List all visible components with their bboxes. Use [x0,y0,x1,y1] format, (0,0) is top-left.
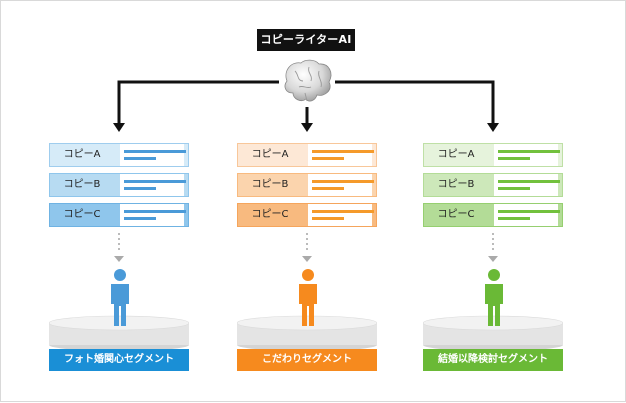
down-arrow-icon [488,256,498,262]
copy-bars [120,204,186,226]
segment-label-particular: こだわりセグメント [237,349,377,371]
down-arrow-icon [302,256,312,262]
copy-bar [124,157,156,160]
copy-bar [498,180,560,183]
dotted-connector [492,233,494,253]
copy-bar [498,157,530,160]
copy-bar [312,157,344,160]
copy-bar [312,217,344,220]
copy-bars [120,144,186,166]
column-green: コピーA コピーB コピーC [423,143,563,233]
copy-row-a: コピーA [237,143,377,167]
copy-label: コピーA [251,149,289,160]
brain-icon [284,59,332,102]
copy-bars [494,174,560,196]
person-icon [111,269,129,326]
copy-bar [312,187,344,190]
copy-row-b: コピーB [237,173,377,197]
copy-label: コピーB [63,179,101,190]
copy-row-c: コピーC [237,203,377,227]
platform [423,315,563,351]
copy-bars [120,174,186,196]
copy-bar [498,187,530,190]
copy-bar [124,150,186,153]
copy-bar [124,187,156,190]
down-arrow-icon [114,256,124,262]
copy-bar [124,180,186,183]
copy-row-b: コピーB [423,173,563,197]
copy-bar [124,217,156,220]
copywriter-ai-label: コピーライターAI [257,29,355,51]
copy-bar [312,210,374,213]
copy-bars [308,174,374,196]
copy-row-b: コピーB [49,173,189,197]
copy-row-a: コピーA [49,143,189,167]
segment-label-photo-wedding: フォト婚関心セグメント [49,349,189,371]
copy-label: コピーB [251,179,289,190]
copy-label: コピーA [63,149,101,160]
copy-bars [308,204,374,226]
copy-label: コピーC [251,209,289,220]
copy-label: コピーC [63,209,101,220]
copy-bars [308,144,374,166]
copy-bars [494,144,560,166]
copy-bar [312,150,374,153]
dotted-connector [306,233,308,253]
copy-row-a: コピーA [423,143,563,167]
copy-row-c: コピーC [49,203,189,227]
copy-bars [494,204,560,226]
segment-label-after-marriage: 結婚以降検討セグメント [423,349,563,371]
copy-bar [124,210,186,213]
copy-bar [498,210,560,213]
copy-bar [498,150,560,153]
platform [237,315,377,351]
copy-label: コピーA [437,149,475,160]
column-blue: コピーA コピーB コピーC [49,143,189,233]
copy-bar [498,217,530,220]
copy-bar [312,180,374,183]
column-orange: コピーA コピーB コピーC [237,143,377,233]
person-icon [485,269,503,326]
copy-row-c: コピーC [423,203,563,227]
copy-label: コピーC [437,209,475,220]
person-icon [299,269,317,326]
dotted-connector [118,233,120,253]
copy-label: コピーB [437,179,475,190]
